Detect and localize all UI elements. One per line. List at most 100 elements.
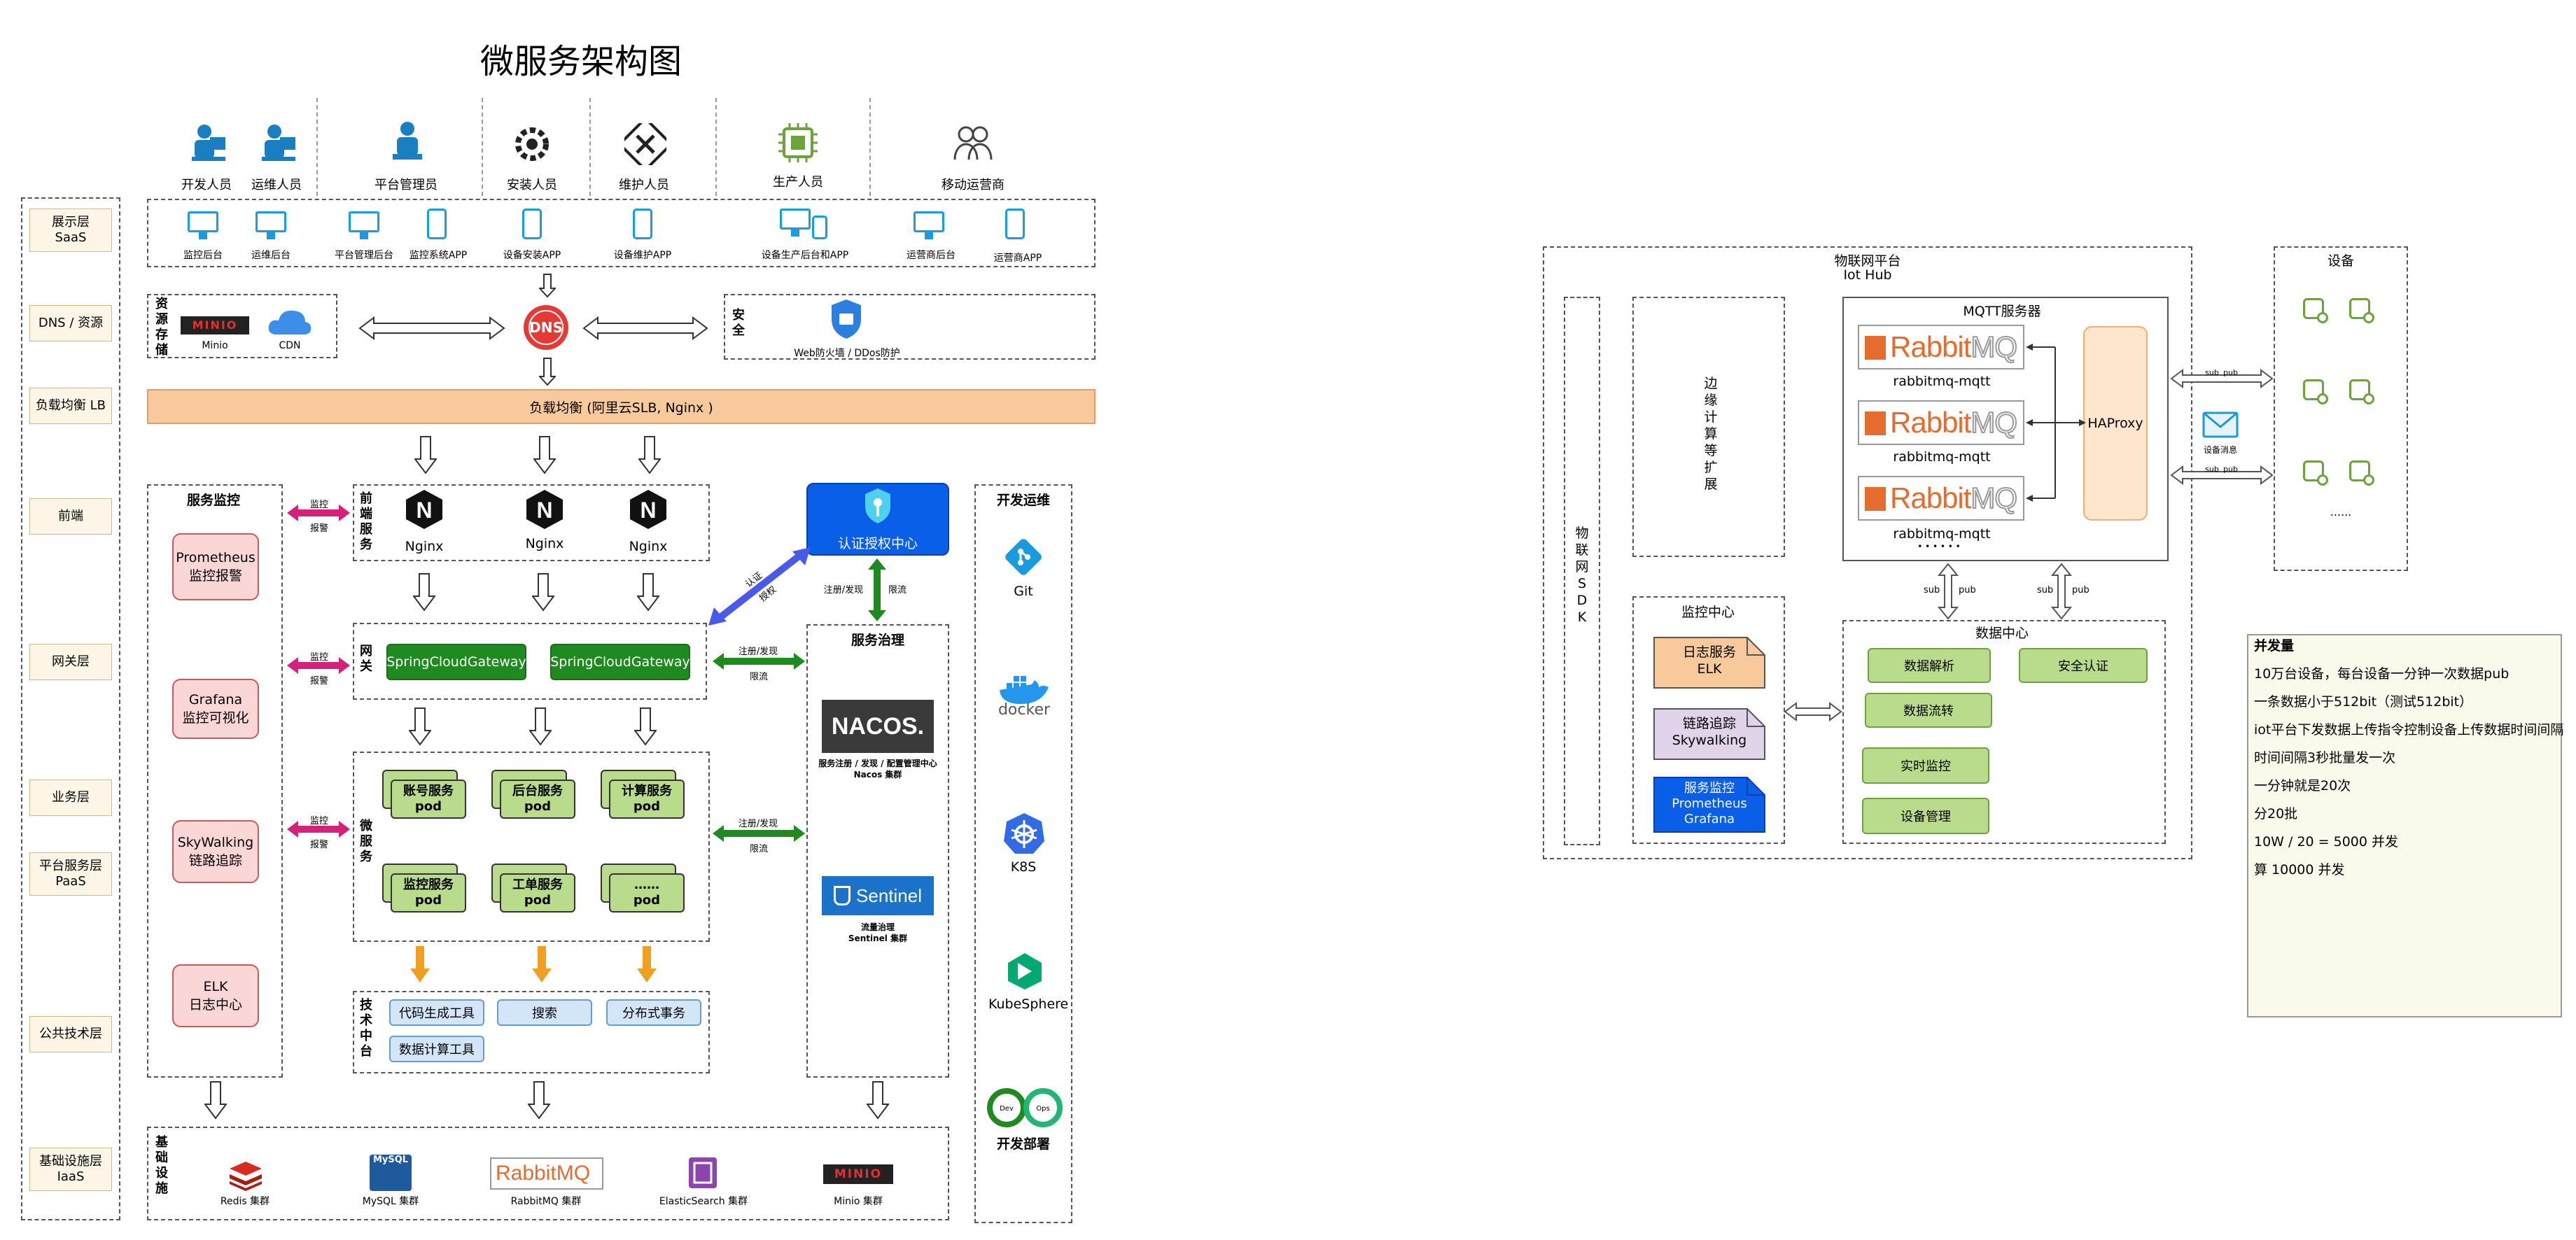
app-label: 运营商APP [993,253,1042,264]
role-label: 平台管理员 [374,178,438,192]
rabbitmq-node-label: rabbitmq-mqtt [1893,526,1991,542]
device-chip-icon [2299,294,2328,323]
data-item: 设备管理 [1862,798,1989,834]
arrow-label: 限流 [888,585,906,596]
rabbitmq-node: RabbitMQ [1858,400,2024,445]
layer-saas: 展示层 SaaS [29,209,112,252]
iot-platform-box [1543,246,2192,859]
cdn-icon [266,307,314,337]
svg-text:Dev: Dev [1000,1105,1014,1113]
subpub-arrow [2050,563,2073,620]
role-label: 维护人员 [619,178,669,192]
rabbitmq-node: RabbitMQ [1858,325,2024,369]
note-line: 时间间隔3秒批量发一次 [2254,750,2396,766]
frontend-box [353,484,710,561]
note-line: 一条数据小于512bit（测试512bit） [2254,694,2473,710]
data-center-box [1842,620,2166,844]
iot-title: 物联网平台 [1834,253,1901,269]
note-line: 一分钟就是20次 [2254,778,2351,794]
rabbitmq-node-label: rabbitmq-mqtt [1893,449,1991,465]
data-item: 实时监控 [1862,747,1989,784]
concurrency-note [2247,634,2562,1017]
orange-arrow [409,945,431,984]
arrow-label: 限流 [749,672,768,682]
ops-icon [259,123,297,165]
layer-business: 业务层 [29,780,112,816]
tech-item: 数据计算工具 [389,1036,484,1062]
sub-label: sub [2205,465,2219,474]
note-line: 算 10000 并发 [2254,862,2345,878]
iot-monitor-box [1632,596,1785,844]
app-label: 监控后台 [183,250,223,261]
devices-box [2274,246,2408,571]
dns-left-arrow [358,316,505,340]
auth-arrow [707,546,812,627]
down-arrow [408,707,432,746]
arrow-label: 报警 [309,676,328,686]
sub-label: sub [1924,585,1940,596]
down-arrow [528,707,552,746]
down-arrow [533,435,556,474]
infra-item: Minio 集群 [834,1196,883,1207]
monitor-title: 服务监控 [186,493,240,508]
tech-item: 分布式事务 [606,999,701,1026]
pod-more: ……pod [601,864,685,913]
role-label: 运维人员 [251,178,302,192]
infra-item: MySQL 集群 [362,1196,419,1207]
device-chip-icon [2345,294,2374,323]
down-arrow [414,435,438,474]
pub-label: pub [2223,465,2238,474]
gateway-title: 网关 [360,644,372,674]
devops-item: docker [997,701,1051,719]
monitor-icon [188,211,218,239]
producer-icon [777,122,819,164]
haproxy-box: HAProxy [2083,326,2148,521]
arrow-label: 注册/发现 [823,585,864,596]
layer-paas: 平台服务层 PaaS [29,852,112,896]
devops-item: Git [1014,584,1033,599]
data-item: 数据解析 [1868,648,1991,683]
phone-icon [633,209,652,239]
arrow-label: 监控 [309,652,328,663]
security-box [724,294,1096,360]
app-label: 运营商后台 [906,250,955,261]
mysql-icon: MySQL [370,1155,412,1191]
role-label: 生产人员 [773,175,823,190]
devices-dots: ...... [2330,505,2352,519]
device-chip-icon [2345,375,2374,404]
arrow-label: 监控 [309,500,328,510]
device-msg: 设备消息 [2203,445,2237,455]
devops-item: K8S [1010,859,1037,875]
arrow-label: 报警 [309,523,328,534]
dns-right-arrow [582,316,708,340]
orange-arrow [636,945,658,984]
down-arrow [204,1080,227,1120]
iot-monitor-title: 监控中心 [1681,605,1735,620]
rabbitmq-node-label: rabbitmq-mqtt [1893,374,1991,389]
device-chip-icon [2299,375,2328,404]
nginx-label: Nginx [629,539,668,554]
redis-icon [227,1159,265,1191]
device-arrow [2170,368,2274,389]
sdk-box [1564,297,1600,845]
gateway-box [353,623,707,700]
devops-title: 开发运维 [996,493,1050,508]
infra-item: Redis 集群 [220,1196,270,1207]
rabbitmq-dots: • • • • • • [1917,542,1961,551]
data-item: 数据流转 [1865,693,1992,728]
operator-icon [952,125,994,164]
devops-deploy: 开发部署 [996,1136,1050,1152]
arrow-label: 注册/发现 [738,647,778,657]
microservice-box [353,752,710,942]
monitor-icon [913,211,944,239]
monitor-arrow [286,819,351,840]
role-label: 安装人员 [507,178,557,192]
app-label: 设备安装APP [503,250,561,261]
orange-arrow [531,945,553,984]
diagram-title: 微服务架构图 [479,42,682,81]
device-chip-icon [2345,456,2374,486]
edge-box [1632,297,1785,557]
down-arrow [638,435,662,474]
sentinel-desc: Sentinel 集群 [848,933,908,943]
